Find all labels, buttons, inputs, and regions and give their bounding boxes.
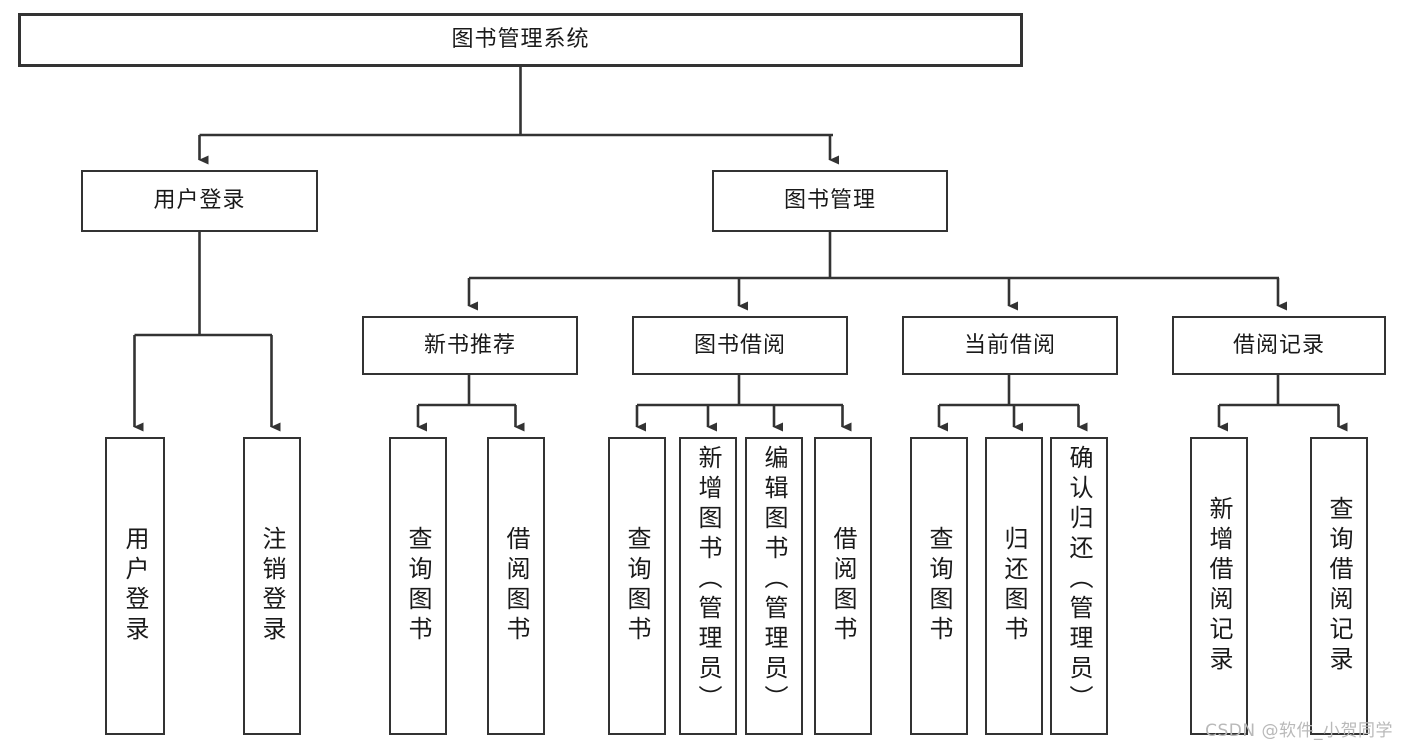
node-label-leaf-query-book-2: 查询图书	[623, 526, 651, 646]
node-leaf-query-book-3[interactable]: 查询图书	[910, 437, 968, 735]
node-borrow-record[interactable]: 借阅记录	[1172, 316, 1386, 375]
node-leaf-confirm-return[interactable]: 确认归还（管理员）	[1050, 437, 1108, 735]
node-label-leaf-edit-book-admin: 编辑图书（管理员）	[760, 445, 788, 715]
node-label-leaf-borrow-book-2: 借阅图书	[829, 526, 857, 646]
node-leaf-query-borrow-record[interactable]: 查询借阅记录	[1310, 437, 1368, 735]
node-label-leaf-return-book: 归还图书	[1000, 526, 1028, 646]
node-book-borrow[interactable]: 图书借阅	[632, 316, 848, 375]
node-label-leaf-query-book-3: 查询图书	[925, 526, 953, 646]
node-label-leaf-query-borrow-record: 查询借阅记录	[1325, 496, 1353, 676]
node-leaf-borrow-book-2[interactable]: 借阅图书	[814, 437, 872, 735]
node-label-current-borrow: 当前借阅	[963, 332, 1056, 358]
node-label-leaf-add-borrow-record: 新增借阅记录	[1205, 496, 1233, 676]
node-label-leaf-confirm-return: 确认归还（管理员）	[1065, 445, 1093, 715]
node-leaf-add-book-admin[interactable]: 新增图书（管理员）	[679, 437, 737, 735]
node-label-book-borrow: 图书借阅	[693, 332, 786, 358]
node-root-system[interactable]: 图书管理系统	[18, 13, 1023, 67]
node-current-borrow[interactable]: 当前借阅	[902, 316, 1118, 375]
node-book-manage[interactable]: 图书管理	[712, 170, 948, 232]
node-leaf-edit-book-admin[interactable]: 编辑图书（管理员）	[745, 437, 803, 735]
node-leaf-query-book-1[interactable]: 查询图书	[389, 437, 447, 735]
node-label-new-book-recommend: 新书推荐	[423, 332, 516, 358]
node-label-borrow-record: 借阅记录	[1232, 332, 1325, 358]
node-label-book-manage: 图书管理	[783, 188, 876, 214]
node-leaf-logout-login[interactable]: 注销登录	[243, 437, 301, 735]
node-new-book-recommend[interactable]: 新书推荐	[362, 316, 578, 375]
node-leaf-user-login[interactable]: 用户登录	[105, 437, 165, 735]
node-leaf-query-book-2[interactable]: 查询图书	[608, 437, 666, 735]
node-label-leaf-logout-login: 注销登录	[258, 526, 286, 646]
node-label-user-login: 用户登录	[153, 188, 246, 214]
node-leaf-return-book[interactable]: 归还图书	[985, 437, 1043, 735]
node-user-login[interactable]: 用户登录	[81, 170, 318, 232]
node-label-leaf-borrow-book-1: 借阅图书	[502, 526, 530, 646]
node-label-leaf-query-book-1: 查询图书	[404, 526, 432, 646]
node-label-leaf-add-book-admin: 新增图书（管理员）	[694, 445, 722, 715]
node-leaf-borrow-book-1[interactable]: 借阅图书	[487, 437, 545, 735]
csdn-watermark: CSDN @软件_小贺同学	[1205, 721, 1393, 741]
node-leaf-add-borrow-record[interactable]: 新增借阅记录	[1190, 437, 1248, 735]
node-label-root: 图书管理系统	[451, 27, 590, 53]
node-label-leaf-user-login: 用户登录	[121, 526, 149, 646]
